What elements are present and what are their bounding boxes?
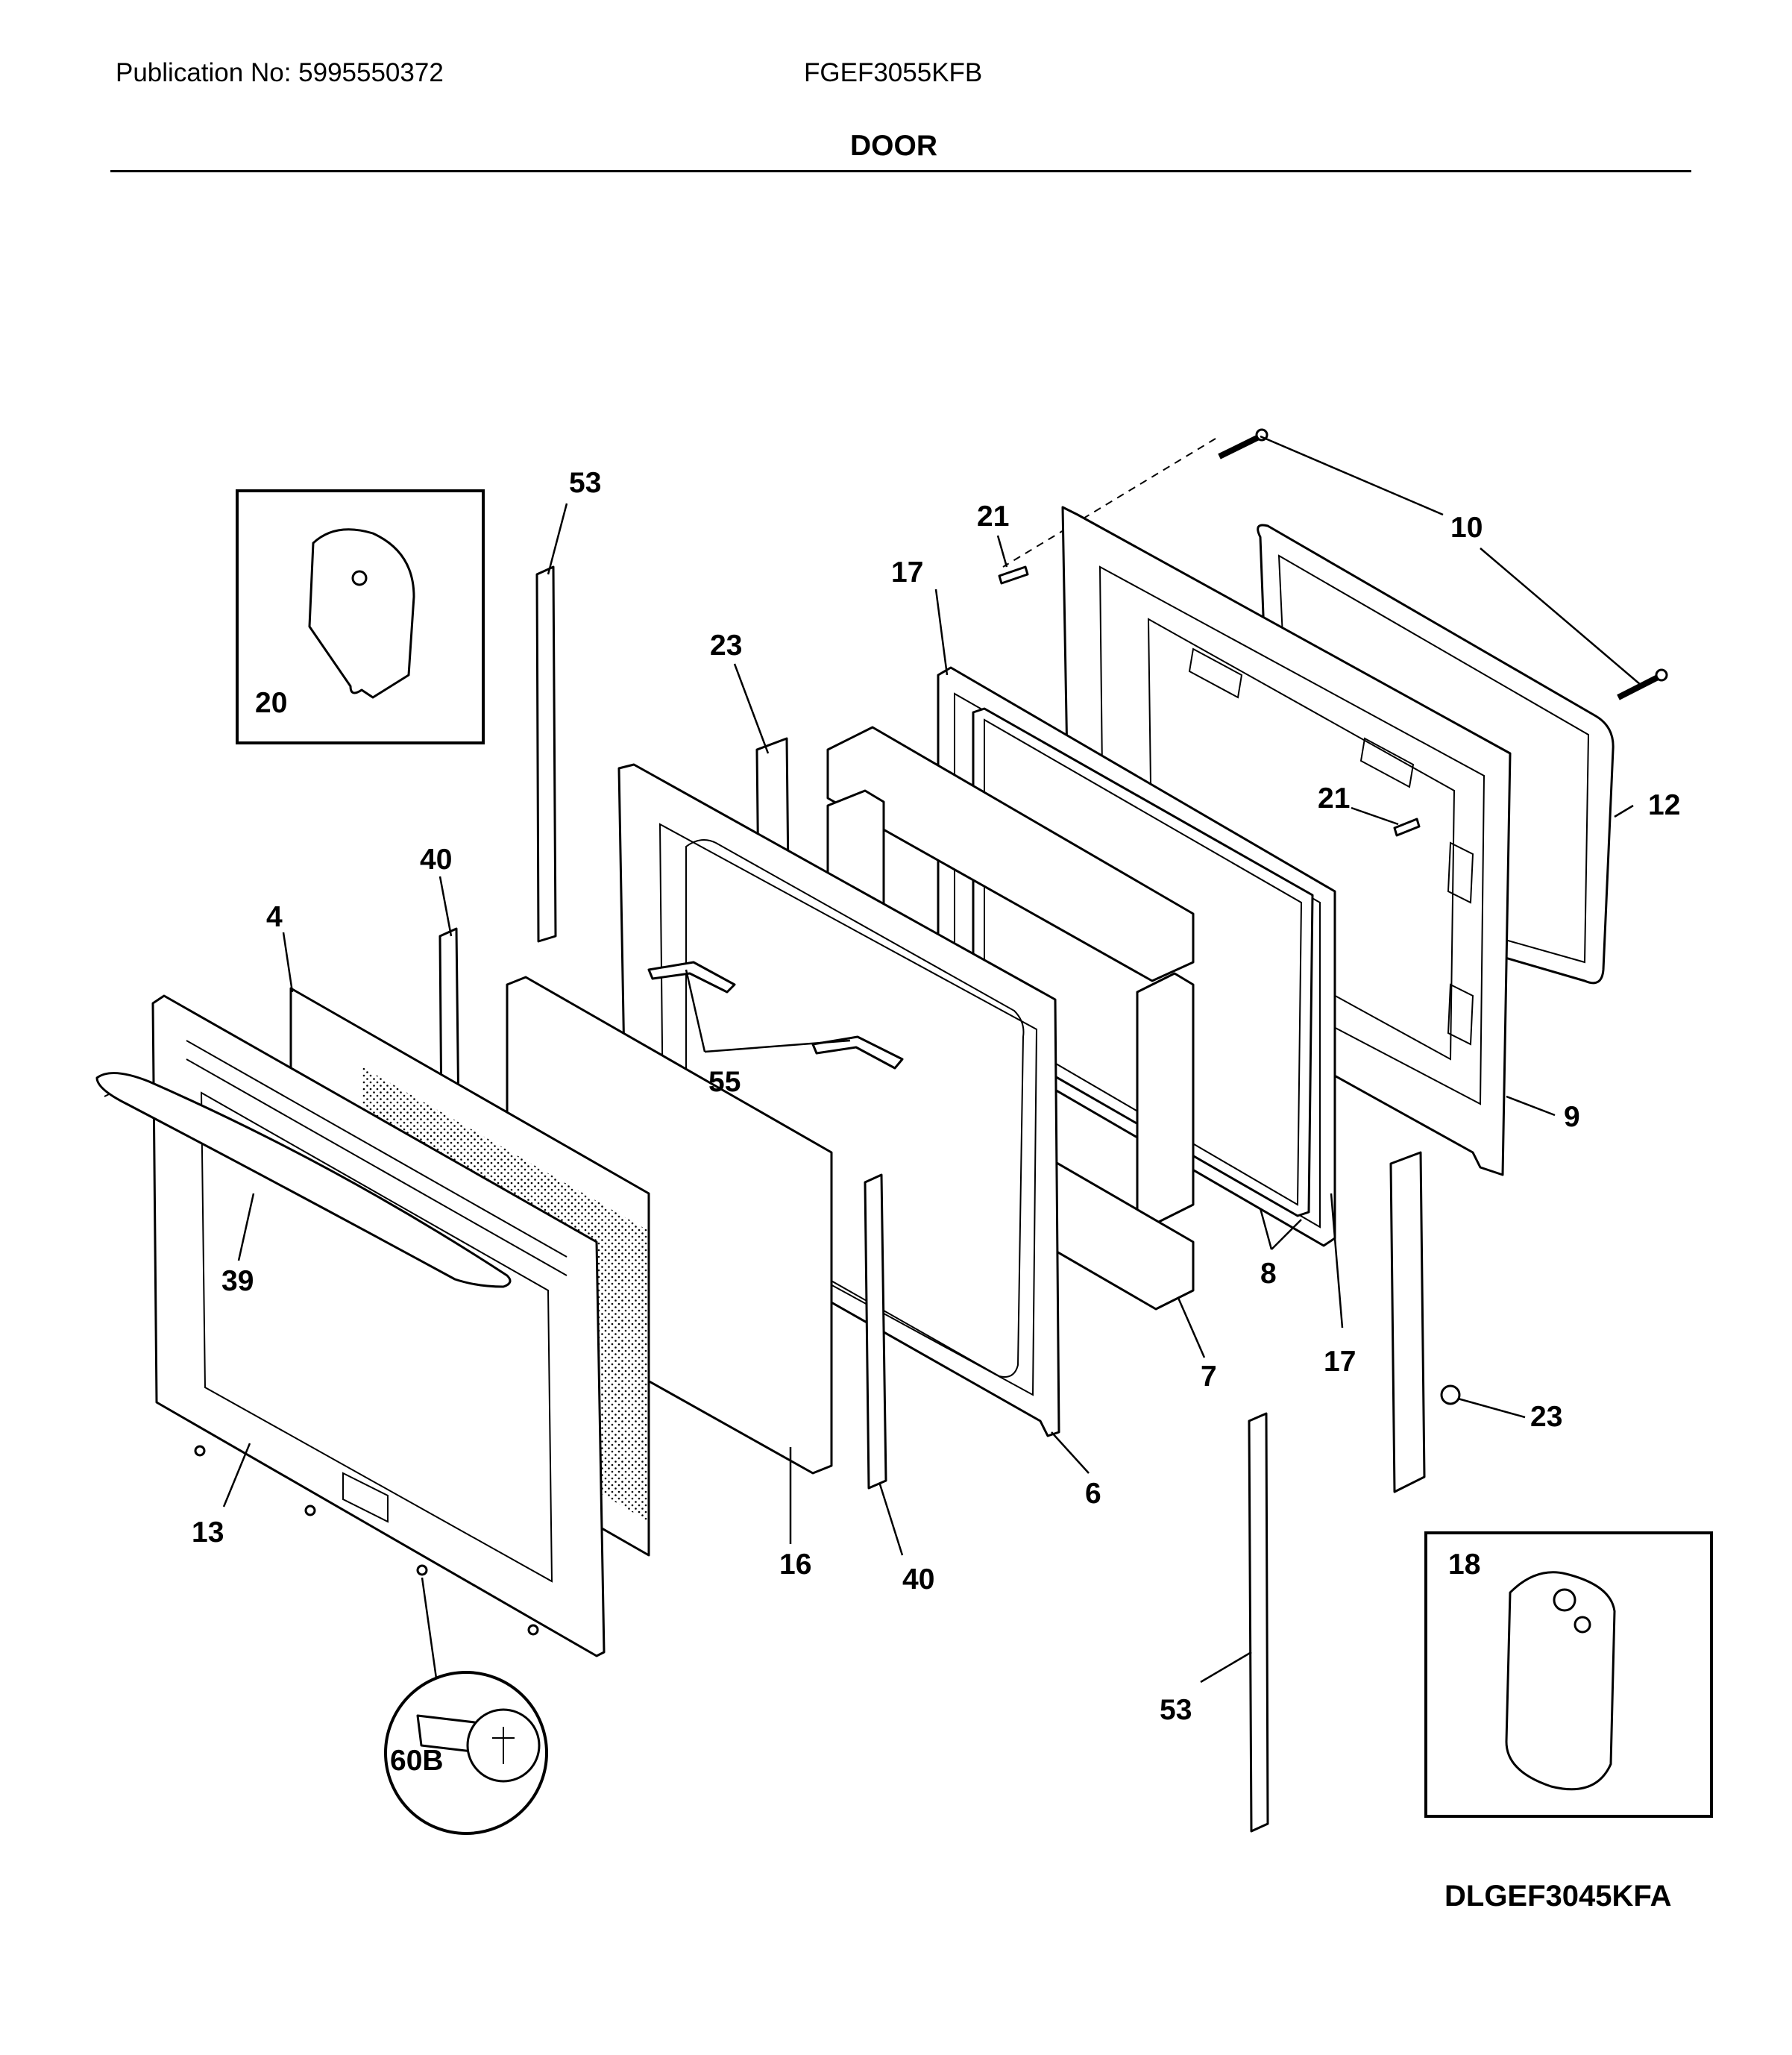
callout-9: 9 xyxy=(1564,1101,1580,1133)
leader-lines xyxy=(222,435,1641,1684)
callout-23-top: 23 xyxy=(710,630,742,662)
callout-6: 6 xyxy=(1085,1478,1101,1510)
door-screws xyxy=(194,1445,539,1636)
callout-53-top: 53 xyxy=(569,467,601,499)
header-rule xyxy=(110,170,1691,172)
callout-60b: 60B xyxy=(390,1745,444,1777)
part-21-clips xyxy=(998,565,1421,837)
callout-labels: 53 20 21 10 17 23 40 4 12 21 55 9 39 8 7… xyxy=(192,467,1680,1777)
part-53-vent-strips xyxy=(535,565,1269,1833)
callout-20: 20 xyxy=(255,687,287,719)
inset-box-18 xyxy=(1424,1531,1713,1818)
callout-17-top: 17 xyxy=(891,556,923,589)
part-10-screws xyxy=(1218,428,1668,700)
section-title: DOOR xyxy=(850,130,937,162)
callout-8: 8 xyxy=(1260,1258,1277,1290)
callout-16: 16 xyxy=(779,1549,811,1581)
callout-21-top: 21 xyxy=(977,501,1009,533)
part-55-brackets xyxy=(647,961,904,1070)
model-number: FGEF3055KFB xyxy=(804,58,983,87)
inset-circle-60b xyxy=(384,1671,548,1835)
publication-number: Publication No: 5995550372 xyxy=(116,58,444,87)
callout-55: 55 xyxy=(708,1066,741,1098)
drawing-id: DLGEF3045KFA xyxy=(1444,1880,1672,1913)
callout-7: 7 xyxy=(1201,1361,1217,1393)
inset-box-20 xyxy=(236,489,485,744)
callout-17-bot: 17 xyxy=(1324,1346,1356,1378)
callout-21-mid: 21 xyxy=(1318,782,1350,815)
callout-12: 12 xyxy=(1648,789,1680,821)
part-39-handle xyxy=(95,1072,512,1288)
callout-18: 18 xyxy=(1448,1549,1480,1581)
callout-23-bot: 23 xyxy=(1530,1401,1562,1433)
callout-40-bot: 40 xyxy=(902,1563,934,1596)
callout-13: 13 xyxy=(192,1516,224,1549)
callout-53-bot: 53 xyxy=(1160,1694,1192,1726)
callout-4: 4 xyxy=(266,901,283,933)
callout-10: 10 xyxy=(1450,512,1483,544)
callout-39: 39 xyxy=(221,1265,254,1297)
callout-40-top: 40 xyxy=(420,844,452,876)
